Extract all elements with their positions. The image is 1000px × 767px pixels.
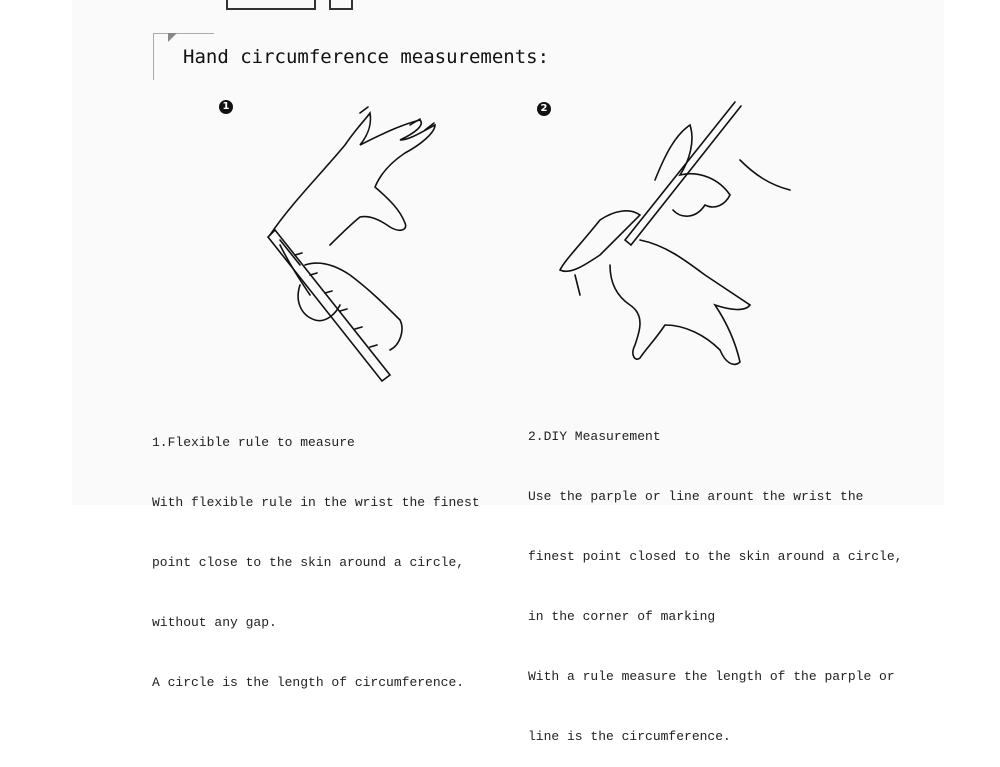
section-title: Hand circumference measurements: xyxy=(183,46,550,68)
step-1-description: 1.Flexible rule to measure With flexible… xyxy=(152,393,480,713)
step-2-line: finest point closed to the skin around a… xyxy=(528,549,903,564)
step-2-line: With a rule measure the length of the pa… xyxy=(528,669,895,684)
step-1-line: With flexible rule in the wrist the fine… xyxy=(152,495,480,510)
diy-measuring-illustration xyxy=(558,101,791,366)
step-2-line: Use the parple or line arount the wrist … xyxy=(528,489,864,504)
title-bracket xyxy=(153,33,214,80)
step-1-line: A circle is the length of circumference. xyxy=(152,675,465,690)
step-1-badge: 1 xyxy=(219,100,233,114)
step-2-heading: 2.DIY Measurement xyxy=(528,429,661,444)
flexible-rule-measuring-illustration xyxy=(266,106,436,383)
step-1-line: without any gap. xyxy=(152,615,277,630)
step-2-line: line is the circumference. xyxy=(528,729,731,744)
step-2-line: in the corner of marking xyxy=(528,609,716,624)
decorative-box xyxy=(329,0,353,10)
step-1-heading: 1.Flexible rule to measure xyxy=(152,435,355,450)
step-1-line: point close to the skin around a circle, xyxy=(152,555,465,570)
step-2-badge: 2 xyxy=(537,102,551,116)
decorative-box xyxy=(226,0,316,10)
step-2-description: 2.DIY Measurement Use the parple or line… xyxy=(528,387,902,767)
title-corner-triangle xyxy=(168,33,177,42)
content-panel xyxy=(72,0,944,505)
